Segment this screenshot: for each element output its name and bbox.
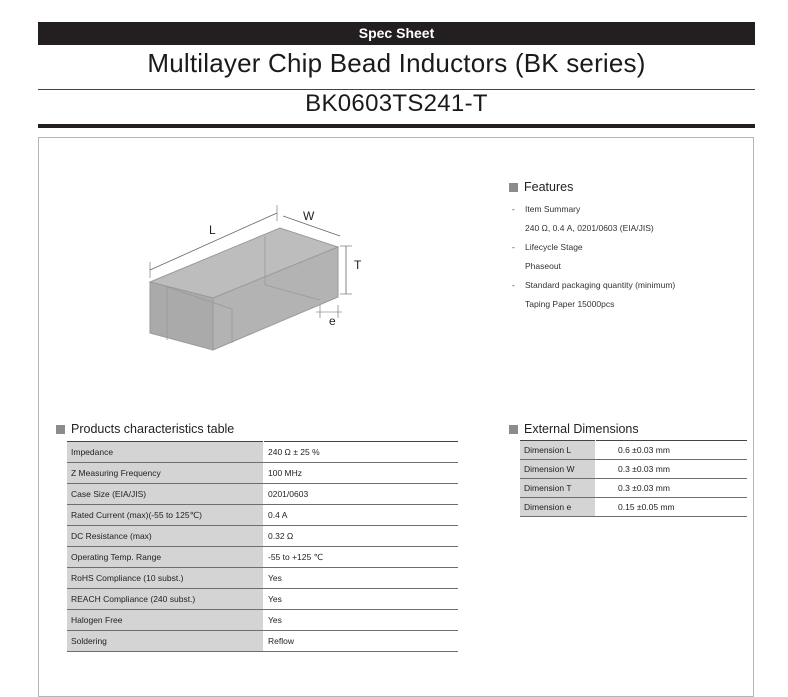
- feature-item: -Lifecycle Stage: [512, 242, 583, 252]
- table-row: Case Size (EIA/JIS)0201/0603: [67, 483, 458, 505]
- feature-value: 240 Ω, 0.4 A, 0201/0603 (EIA/JIS): [525, 223, 654, 233]
- dimensions-heading: External Dimensions: [509, 422, 639, 436]
- dimensions-title: External Dimensions: [524, 422, 639, 436]
- feature-item: -Item Summary: [512, 204, 581, 214]
- table-row: RoHS Compliance (10 subst.)Yes: [67, 567, 458, 589]
- characteristics-heading: Products characteristics table: [56, 422, 234, 436]
- spec-sheet-header: Spec Sheet: [38, 22, 755, 45]
- label-W: W: [303, 209, 315, 223]
- table-row: REACH Compliance (240 subst.)Yes: [67, 588, 458, 610]
- table-row: Rated Current (max)(-55 to 125℃)0.4 A: [67, 504, 458, 526]
- characteristics-title: Products characteristics table: [71, 422, 235, 436]
- features-list: -Item Summary 240 Ω, 0.4 A, 0201/0603 (E…: [512, 203, 675, 317]
- part-number: BK0603TS241-T: [305, 90, 488, 117]
- feature-item: -Standard packaging quantity (minimum): [512, 280, 676, 290]
- terminal-line-top: [166, 286, 233, 310]
- dim-line-W: [282, 215, 341, 237]
- part-divider: [38, 124, 755, 128]
- chip-dimension-diagram: L W T e: [148, 205, 362, 351]
- feature-value: Phaseout: [525, 261, 561, 271]
- title-divider: [38, 89, 755, 90]
- dim-line-L: [149, 212, 278, 271]
- features-heading: Features: [509, 180, 573, 194]
- features-title: Features: [524, 180, 574, 194]
- section-bullet-icon: [56, 424, 65, 434]
- product-series-title: Multilayer Chip Bead Inductors (BK serie…: [147, 48, 646, 78]
- label-L: L: [209, 223, 216, 237]
- label-e: e: [329, 314, 336, 328]
- terminal-line-back: [264, 236, 321, 301]
- feature-value: Taping Paper 15000pcs: [525, 299, 615, 309]
- chip-side-face: [212, 246, 339, 351]
- section-bullet-icon: [509, 182, 518, 192]
- table-row: DC Resistance (max)0.32 Ω: [67, 525, 458, 547]
- table-row: Operating Temp. Range-55 to +125 ℃: [67, 546, 458, 568]
- label-T: T: [354, 258, 362, 272]
- section-bullet-icon: [509, 424, 518, 434]
